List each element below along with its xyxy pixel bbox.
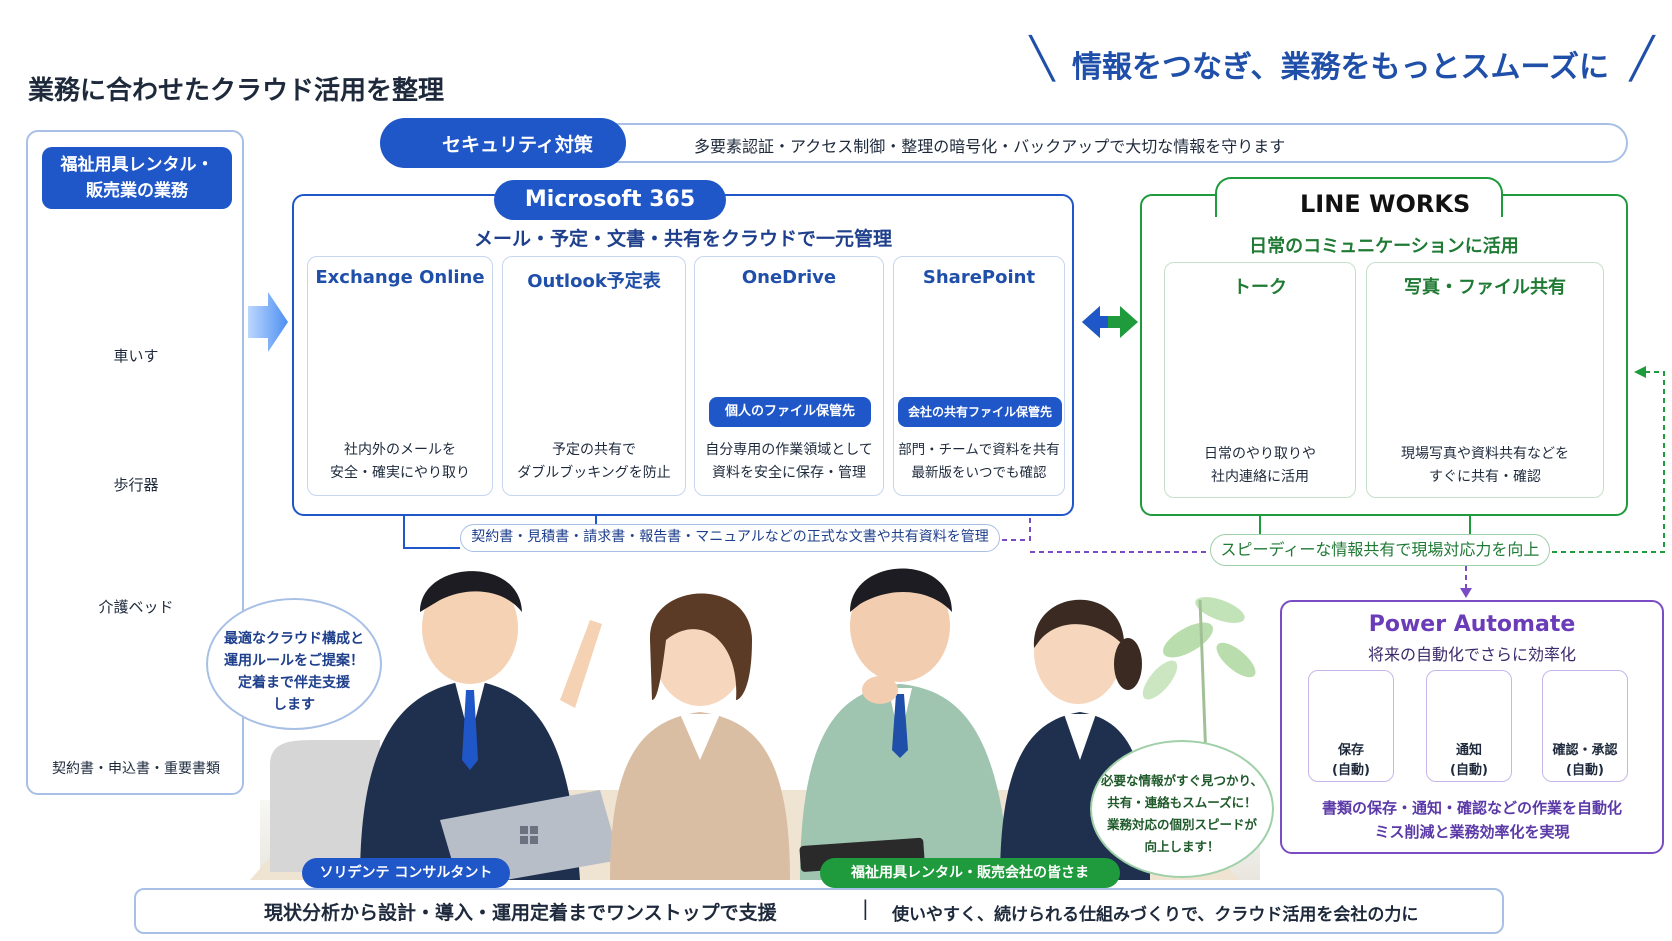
app-card-exchange: Exchange Online 社内外のメールを 安全・確実にやり取り (307, 256, 493, 496)
app-desc-line1: 社内外のメールを (344, 442, 456, 458)
app-name: Exchange Online (315, 267, 485, 288)
tagline-text: 情報をつなぎ、業務をもっとスムーズに (1072, 50, 1609, 85)
customer-speech-bubble: 必要な情報がすぐ見つかり、 共有・連絡もスムーズに！ 業務対応の個別スピードが … (1090, 740, 1274, 878)
lw-card-name: トーク (1233, 277, 1287, 298)
security-pill (380, 118, 626, 168)
app-name: OneDrive (741, 267, 837, 288)
bubble-line: 定着まで伴走支援 (238, 675, 350, 691)
pa-step-approve: 確認・承認 (自動) (1542, 670, 1628, 782)
slash-decoration-right: ╱ (1630, 36, 1655, 82)
item-label-documents: 契約書・申込書・重要書類 (52, 761, 220, 777)
m365-title: Microsoft 365 (494, 180, 726, 220)
app-name: Outlook予定表 (527, 271, 661, 292)
pa-step-label-line1: 確認・承認 (1552, 743, 1618, 758)
pa-step-label-line1: 保存 (1337, 743, 1364, 758)
bottom-summary-left: 現状分析から設計・導入・運用定着までワンストップで支援 (264, 902, 777, 924)
m365-subtitle: メール・予定・文書・共有をクラウドで一元管理 (473, 228, 892, 250)
lw-card-talk: トーク 日常のやり取りや 社内連絡に活用 (1164, 262, 1356, 498)
bubble-line: 必要な情報がすぐ見つかり、 (1100, 773, 1263, 788)
app-description: 社内外のメールを 安全・確実にやり取り (308, 439, 492, 485)
business-badge: 福祉用具レンタル・ 販売業の業務 (42, 147, 232, 209)
security-description: 多要素認証・アクセス制御・整理の暗号化・バックアップで大切な情報を守ります (694, 137, 1286, 156)
lineworks-note: スピーディーな情報共有で現場対応力を向上 (1210, 534, 1550, 566)
consultant-name-tag: ソリデンテ コンサルタント (302, 858, 510, 888)
consultant-speech-bubble: 最適なクラウド構成と 運用ルールをご提案！ 定着まで伴走支援 します (206, 598, 382, 730)
power-automate-title: Power Automate (1368, 612, 1576, 637)
app-description: 自分専用の作業領域として 資料を安全に保存・管理 (695, 439, 883, 485)
app-name: SharePoint (922, 267, 1036, 288)
app-description: 予定の共有で ダブルブッキングを防止 (503, 439, 685, 485)
pa-step-label: 通知 (自動) (1427, 741, 1511, 781)
lw-card-description: 日常のやり取りや 社内連絡に活用 (1165, 443, 1355, 489)
page-title: 業務に合わせたクラウド活用を整理 (28, 76, 445, 106)
lw-card-name: 写真・ファイル共有 (1404, 277, 1566, 298)
windows-logo-icon (520, 826, 538, 844)
item-label-care-bed: 介護ベッド (98, 598, 174, 616)
app-desc-line2: 安全・確実にやり取り (330, 465, 470, 481)
pa-step-label: 保存 (自動) (1309, 741, 1393, 781)
business-badge-line2: 販売業の業務 (86, 181, 188, 201)
bubble-line: 向上します！ (1144, 839, 1220, 854)
bottom-summary-separator: | (862, 896, 869, 920)
pa-step-label: 確認・承認 (自動) (1543, 741, 1627, 781)
app-description: 部門・チームで資料を共有 最新版をいつでも確認 (894, 439, 1064, 485)
lw-desc-line2: 社内連絡に活用 (1211, 469, 1309, 485)
bubble-line: 業務対応の個別スピードが (1106, 817, 1257, 832)
pa-desc-line2: ミス削減と業務効率化を実現 (1374, 823, 1570, 841)
lw-card-description: 現場写真や資料共有などを すぐに共有・確認 (1367, 443, 1603, 489)
item-label-wheelchair: 車いす (113, 347, 159, 365)
pa-step-save: 保存 (自動) (1308, 670, 1394, 782)
pa-step-label-line2: (自動) (1450, 763, 1488, 778)
app-desc-line1: 部門・チームで資料を共有 (898, 442, 1060, 458)
pa-step-label-line1: 通知 (1455, 743, 1482, 758)
bottom-summary-bar (134, 888, 1504, 934)
customer-name-tag: 福祉用具レンタル・販売会社の皆さま (820, 858, 1120, 888)
lineworks-subtitle: 日常のコミュニケーションに活用 (1249, 236, 1519, 257)
lw-desc-line1: 日常のやり取りや (1204, 446, 1316, 462)
security-title: セキュリティ対策 (442, 134, 593, 156)
m365-documents-note: 契約書・見積書・請求書・報告書・マニュアルなどの正式な文書や共有資料を管理 (460, 524, 1000, 552)
bubble-line: 運用ルールをご提案！ (224, 653, 364, 669)
pa-desc-line1: 書類の保存・通知・確認などの作業を自動化 (1321, 799, 1622, 817)
onedrive-badge: 個人のファイル保管先 (709, 397, 871, 427)
pa-step-label-line2: (自動) (1332, 763, 1370, 778)
flow-arrow-right (248, 292, 288, 352)
tagline: ╲ 情報をつなぎ、業務をもっとスムーズに (1030, 36, 1660, 92)
sharepoint-badge: 会社の共有ファイル保管先 (898, 397, 1062, 427)
app-desc-line1: 自分専用の作業領域として (705, 442, 873, 458)
app-desc-line2: 資料を安全に保存・管理 (712, 465, 866, 481)
app-card-sharepoint: SharePoint 会社の共有ファイル保管先 部門・チームで資料を共有 最新版… (893, 256, 1065, 496)
app-desc-line2: ダブルブッキングを防止 (517, 465, 671, 481)
pa-step-label-line2: (自動) (1566, 763, 1604, 778)
person-customer-2 (800, 568, 1010, 880)
item-label-walker: 歩行器 (113, 476, 159, 494)
app-card-onedrive: OneDrive 個人のファイル保管先 自分専用の作業領域として 資料を安全に保… (694, 256, 884, 496)
app-card-outlook-calendar: Outlook予定表 予定の共有で ダブルブッキングを防止 (502, 256, 686, 496)
business-badge-line1: 福祉用具レンタル・ (60, 155, 214, 175)
lineworks-title: LINE WORKS (1300, 190, 1471, 218)
plant-icon (1142, 597, 1256, 761)
left-business-panel (26, 130, 244, 795)
lw-desc-line2: すぐに共有・確認 (1429, 469, 1541, 485)
pa-step-notify: 通知 (自動) (1426, 670, 1512, 782)
lw-card-photo-file-share: 写真・ファイル共有 現場写真や資料共有などを すぐに共有・確認 (1366, 262, 1604, 498)
app-desc-line2: 最新版をいつでも確認 (911, 465, 1047, 481)
lineworks-tab (1215, 177, 1503, 217)
bubble-line: 共有・連絡もスムーズに！ (1107, 795, 1257, 810)
lw-desc-line1: 現場写真や資料共有などを (1401, 446, 1569, 462)
power-automate-description: 書類の保存・通知・確認などの作業を自動化 ミス削減と業務効率化を実現 (1280, 796, 1664, 844)
slash-decoration-left: ╲ (1030, 36, 1055, 82)
app-desc-line1: 予定の共有で (552, 442, 636, 458)
power-automate-subtitle: 将来の自動化でさらに効率化 (1367, 645, 1576, 664)
bubble-line: します (273, 697, 315, 713)
bubble-line: 最適なクラウド構成と (224, 631, 364, 647)
bottom-summary-right: 使いやすく、続けられる仕組みづくりで、クラウド活用を会社の力に (892, 905, 1419, 925)
person-customer-1 (610, 593, 790, 880)
